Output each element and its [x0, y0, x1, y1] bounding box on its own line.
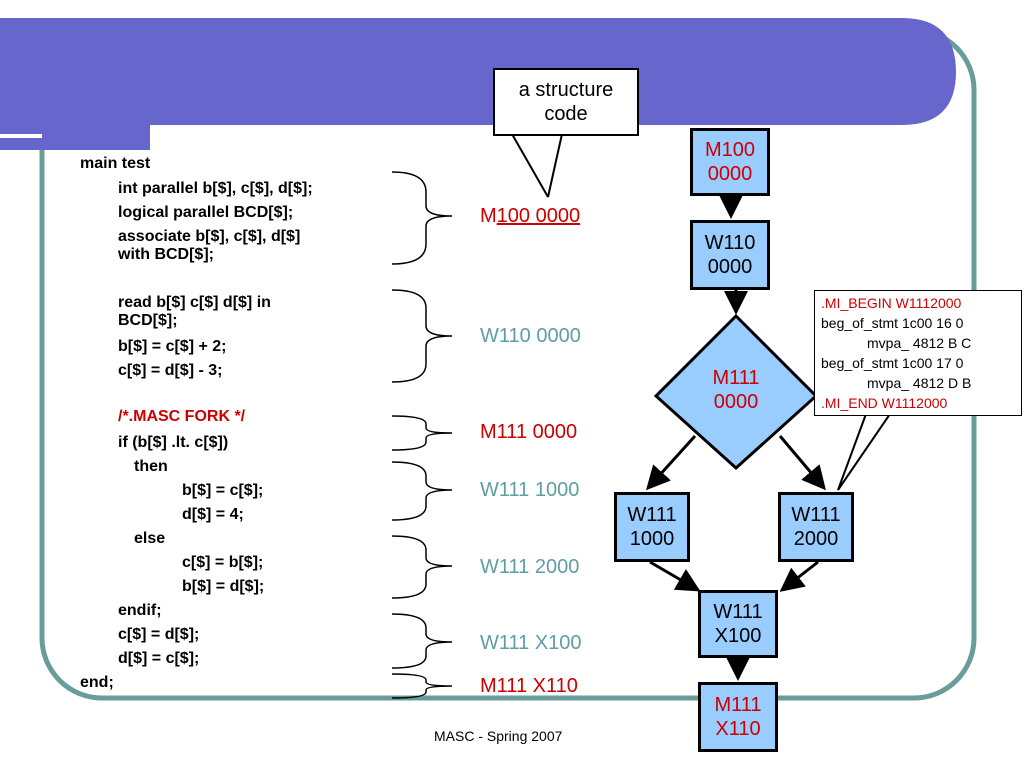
structure-code-callout: a structure code	[493, 68, 639, 136]
code-line: end;	[80, 674, 114, 691]
code-line: BCD[$];	[118, 312, 178, 329]
code-line: d[$] = c[$];	[118, 650, 200, 667]
footer-text: MASC - Spring 2007	[434, 728, 563, 744]
code-line: c[$] = d[$] - 3;	[118, 362, 223, 379]
label-m111: M111 0000	[480, 421, 578, 443]
node-line: X110	[715, 718, 761, 740]
decision-diamond	[653, 313, 819, 471]
brace-7	[391, 673, 453, 699]
node-line: 1000	[629, 528, 675, 550]
label-m100: M100 0000	[480, 205, 580, 228]
label-m100-rest: 100 0000	[496, 205, 581, 227]
code-line: d[$] = 4;	[182, 506, 244, 523]
node-m111: M111 0000	[696, 366, 776, 414]
label-m100-prefix: M	[480, 205, 497, 227]
code-line: else	[134, 530, 166, 547]
node-line: W111	[627, 504, 677, 526]
node-line: X100	[714, 625, 762, 647]
node-line: W111	[791, 504, 841, 526]
node-m100: M100 0000	[690, 128, 770, 196]
label-w111-1000: W111 1000	[480, 479, 580, 501]
node-line: M100	[704, 139, 756, 161]
note-line: mvpa_ 4812 B C	[867, 335, 972, 351]
callout-line-1: a structure	[518, 79, 614, 101]
braces	[391, 171, 453, 699]
label-w110: W110 0000	[480, 325, 581, 347]
code-line: with BCD[$];	[118, 246, 214, 263]
code-line: if (b[$] .lt. c[$])	[118, 434, 229, 451]
brace-5	[391, 535, 453, 599]
node-line: 0000	[713, 391, 759, 413]
code-line: read b[$] c[$] d[$] in	[118, 294, 271, 311]
brace-3	[391, 415, 453, 451]
code-line: endif;	[118, 602, 162, 619]
code-line: main test	[80, 155, 151, 172]
note-line: mvpa_ 4812 D B	[867, 375, 972, 391]
node-w111-x100: W111 X100	[698, 590, 778, 658]
note-line: .MI_END W1112000	[821, 395, 948, 411]
code-line: c[$] = d[$];	[118, 626, 200, 643]
brace-2	[391, 289, 453, 383]
node-line: M111	[714, 694, 762, 716]
code-line: then	[134, 458, 168, 475]
flow-arrows	[645, 195, 826, 681]
brace-6	[391, 613, 453, 669]
callout-pointer-a	[511, 133, 549, 198]
node-line: W110	[704, 232, 756, 254]
node-line: 0000	[707, 256, 753, 278]
node-w111-2000: W111 2000	[778, 492, 854, 562]
note-line: .MI_BEGIN W1112000	[821, 295, 962, 311]
code-line: b[$] = d[$];	[182, 578, 265, 595]
note-pointer-b	[837, 413, 891, 491]
microcode-note: .MI_BEGIN W1112000 beg_of_stmt 1c00 16 0…	[814, 290, 1022, 416]
callout-line-2: code	[544, 103, 588, 125]
label-m111-x110: M111 X110	[480, 675, 578, 697]
callout-pointer-b	[547, 133, 563, 198]
note-pointer-a	[837, 413, 867, 491]
note-line: beg_of_stmt 1c00 16 0	[821, 315, 964, 331]
code-line: int parallel b[$], c[$], d[$];	[118, 180, 313, 197]
node-m111-x110: M111 X110	[698, 682, 778, 752]
label-w111-x100: W111 X100	[480, 632, 582, 654]
brace-1	[391, 171, 453, 265]
node-w111-1000: W111 1000	[614, 492, 690, 562]
node-w110: W110 0000	[690, 220, 770, 290]
label-w111-2000: W111 2000	[480, 556, 580, 578]
node-line: M111	[712, 367, 760, 389]
node-line: 2000	[793, 528, 839, 550]
code-line: b[$] = c[$];	[182, 482, 264, 499]
code-line: b[$] = c[$] + 2;	[118, 338, 227, 355]
code-line-comment: /*.MASC FORK */	[118, 408, 246, 425]
code-line: logical parallel BCD[$];	[118, 204, 294, 221]
note-line: beg_of_stmt 1c00 17 0	[821, 355, 964, 371]
node-line: 0000	[707, 163, 753, 185]
code-line: associate b[$], c[$], d[$]	[118, 228, 301, 245]
code-line: c[$] = b[$];	[182, 554, 264, 571]
node-line: W111	[713, 601, 763, 623]
brace-4	[391, 461, 453, 521]
